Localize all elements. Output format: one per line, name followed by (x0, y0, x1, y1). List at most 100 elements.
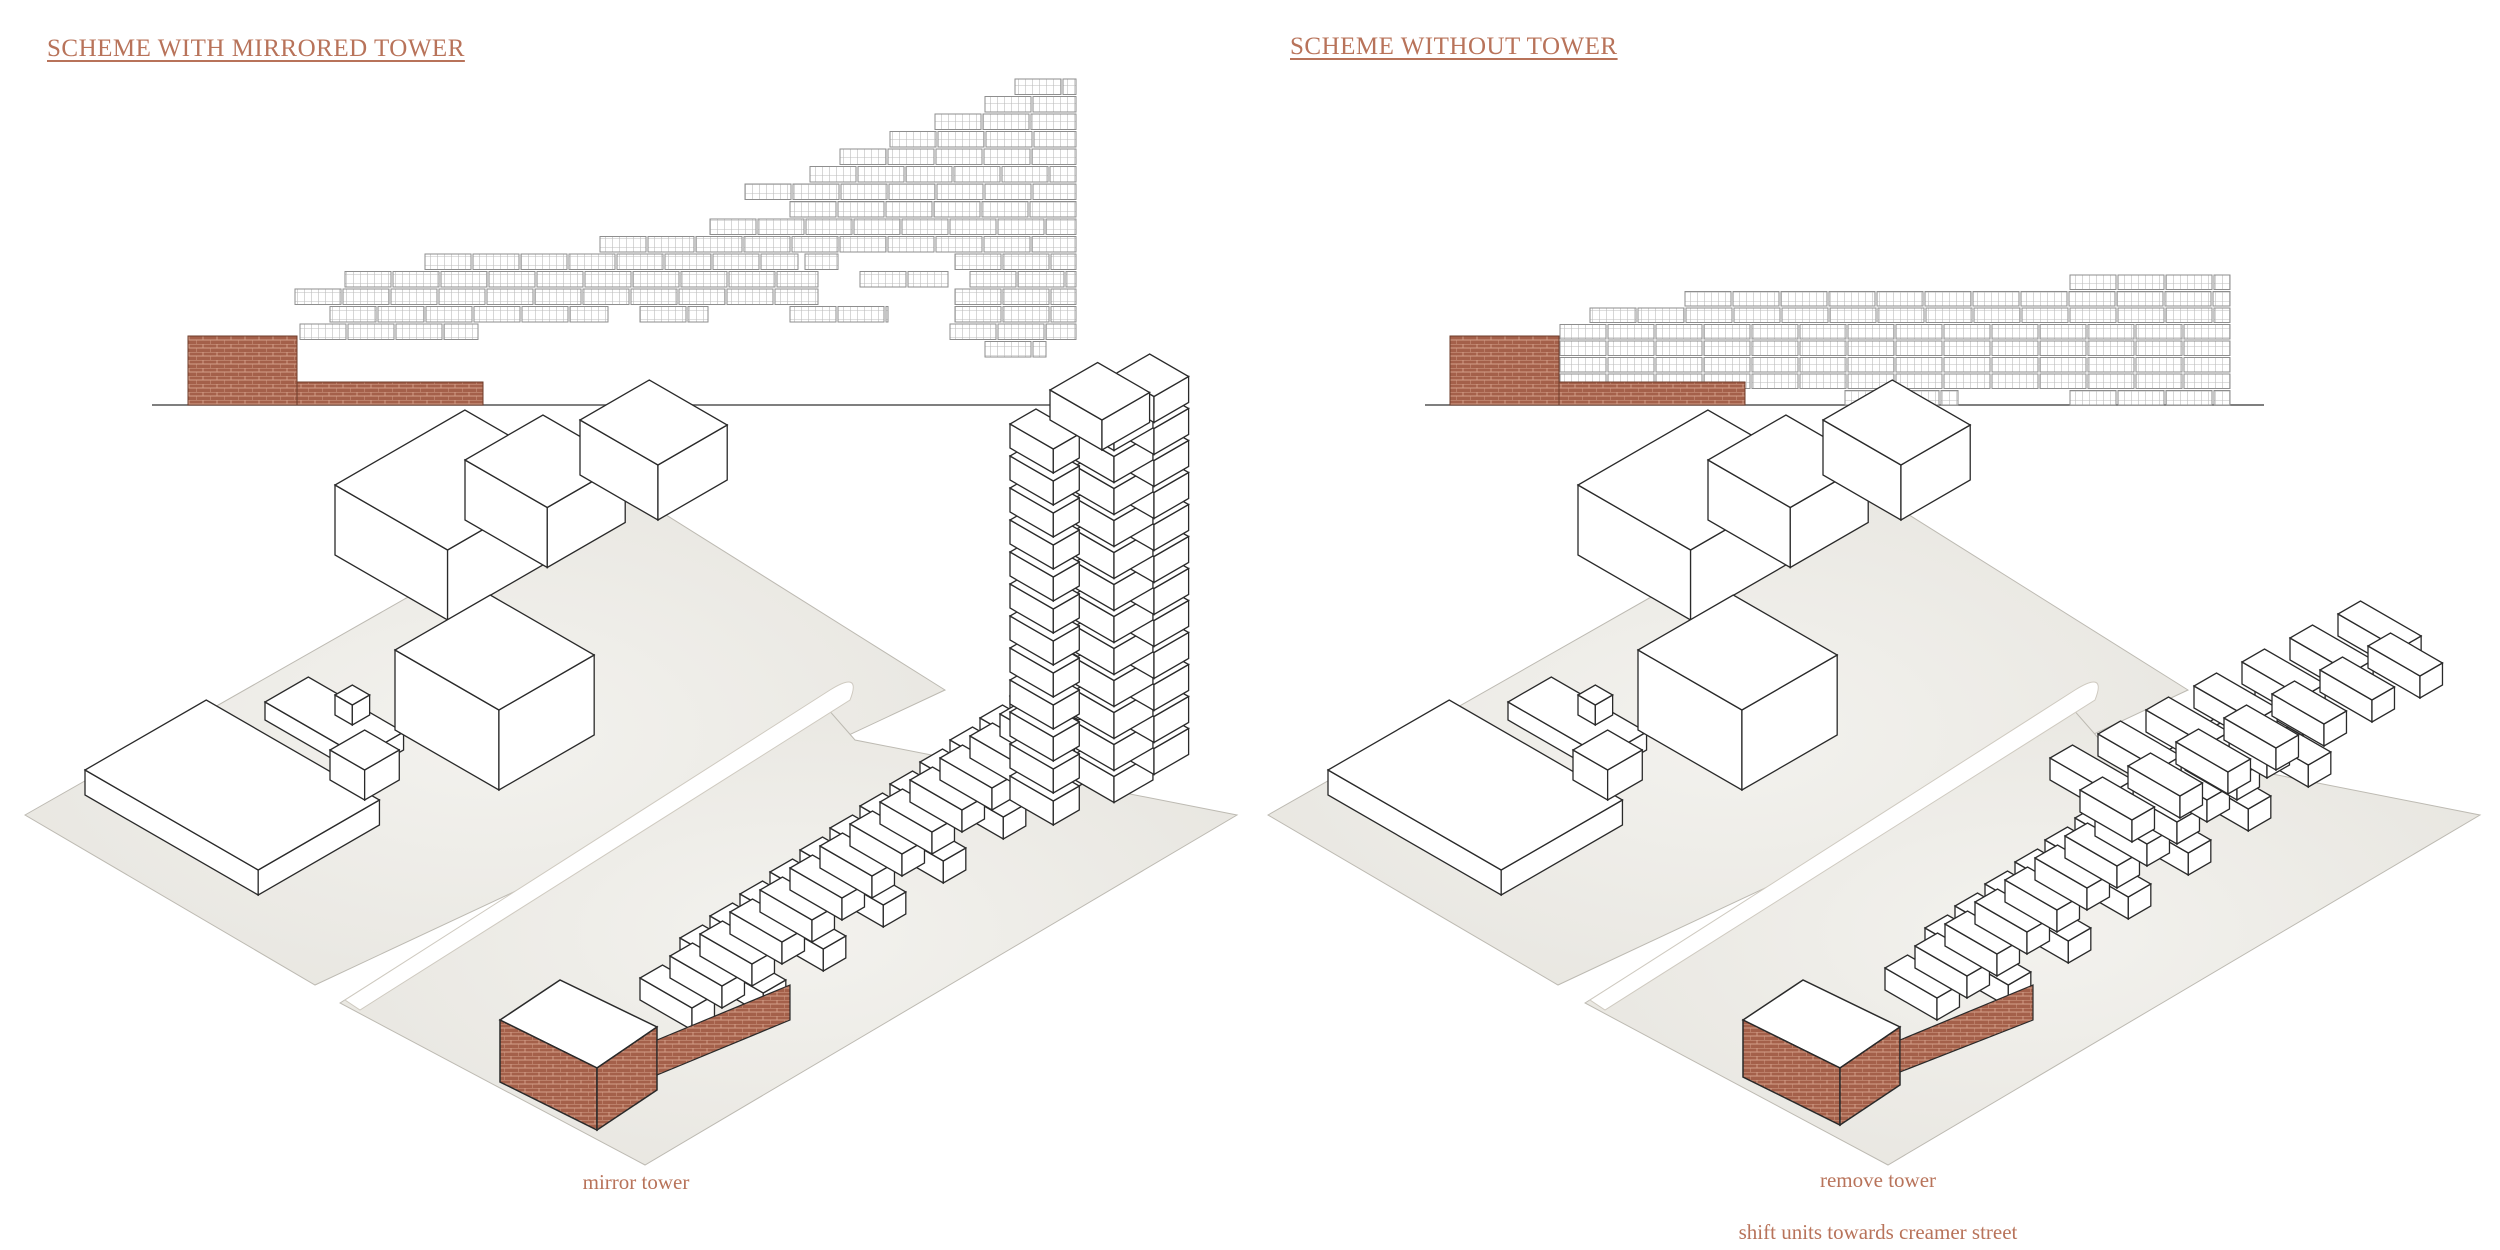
elevation-unit (1002, 253, 1050, 270)
elevation-unit (1655, 357, 1703, 373)
elevation-unit (1799, 357, 1847, 373)
elevation-unit (534, 288, 582, 305)
elevation-unit (984, 341, 1032, 358)
elevation-unit (632, 271, 680, 288)
elevation-unit (1924, 291, 1972, 307)
elevation-unit (1991, 340, 2039, 356)
right-elevation-brick-building (1449, 335, 1560, 406)
elevation-unit (954, 306, 1002, 323)
right-street (1589, 681, 2099, 1011)
elevation-unit (2183, 324, 2231, 340)
elevation-unit (347, 323, 395, 340)
elevation-unit (760, 253, 799, 270)
elevation-unit (443, 323, 479, 340)
elevation-unit (1589, 307, 1637, 323)
left-mirrored-tower (1008, 353, 1190, 827)
elevation-unit (2069, 390, 2117, 406)
right-existing-buildings (1326, 379, 1972, 897)
elevation-unit (1925, 307, 1973, 323)
elevation-unit (1751, 340, 1799, 356)
elevation-unit (984, 183, 1032, 200)
elevation-unit (680, 271, 728, 288)
elevation-unit (584, 271, 632, 288)
elevation-unit (1877, 307, 1925, 323)
elevation-unit (857, 166, 905, 183)
left-street (344, 681, 854, 1011)
elevation-unit (1559, 357, 1607, 373)
left-axonometric (24, 353, 1239, 1166)
elevation-unit (1829, 307, 1877, 323)
elevation-unit (2039, 324, 2087, 340)
elevation-unit (905, 166, 953, 183)
elevation-unit (2213, 307, 2231, 323)
right-elevation (1425, 274, 2264, 406)
left-existing-buildings (83, 379, 729, 897)
elevation-unit (2213, 390, 2231, 406)
left-scheme-caption: mirror tower (582, 1170, 690, 1194)
elevation-unit (392, 271, 440, 288)
right-scheme-note: shift units towards creamer street (1738, 1220, 2018, 1244)
right-elevation-units (1559, 274, 2231, 406)
elevation-unit (520, 253, 568, 270)
left-elevation-brick-annex (296, 381, 484, 406)
elevation-unit (1559, 340, 1607, 356)
right-brick-building (1741, 979, 2034, 1127)
elevation-unit (1032, 183, 1077, 200)
elevation-unit (599, 236, 647, 253)
right-new-units (1883, 600, 2444, 1022)
elevation-unit (329, 306, 377, 323)
elevation-unit (2135, 324, 2183, 340)
elevation-unit (1684, 291, 1732, 307)
elevation-unit (805, 218, 853, 235)
elevation-unit (1799, 340, 1847, 356)
elevation-unit (949, 323, 997, 340)
elevation-unit (859, 271, 907, 288)
elevation-unit (2069, 274, 2117, 290)
elevation-unit (616, 253, 664, 270)
elevation-unit (1973, 307, 2021, 323)
elevation-unit (1895, 340, 1943, 356)
elevation-unit (1050, 306, 1077, 323)
elevation-unit (936, 183, 984, 200)
elevation-unit (885, 306, 889, 323)
elevation-unit (342, 288, 390, 305)
elevation-unit (1940, 390, 1959, 406)
elevation-unit (983, 236, 1031, 253)
elevation-unit (1014, 78, 1062, 95)
left-brick-building (498, 979, 791, 1132)
elevation-unit (1703, 340, 1751, 356)
elevation-unit (1751, 324, 1799, 340)
elevation-unit (792, 183, 840, 200)
elevation-unit (839, 236, 887, 253)
elevation-unit (344, 271, 392, 288)
elevation-unit (1607, 340, 1655, 356)
elevation-unit (1991, 324, 2039, 340)
elevation-unit (1780, 291, 1828, 307)
elevation-unit (1751, 373, 1799, 389)
elevation-unit (2212, 291, 2231, 307)
elevation-unit (1828, 291, 1876, 307)
elevation-unit (743, 236, 791, 253)
right-scheme-caption: remove tower (1819, 1168, 1937, 1192)
elevation-unit (647, 236, 695, 253)
elevation-unit (809, 166, 857, 183)
elevation-unit (2183, 340, 2231, 356)
elevation-unit (1943, 357, 1991, 373)
elevation-unit (2039, 340, 2087, 356)
elevation-unit (2165, 274, 2213, 290)
elevation-unit (2020, 291, 2068, 307)
elevation-unit (1799, 324, 1847, 340)
elevation-unit (2087, 357, 2135, 373)
elevation-unit (997, 323, 1045, 340)
elevation-unit (687, 306, 709, 323)
elevation-unit (888, 183, 936, 200)
elevation-unit (1895, 324, 1943, 340)
elevation-unit (2087, 324, 2135, 340)
elevation-unit (1751, 357, 1799, 373)
elevation-unit (377, 306, 425, 323)
elevation-unit (488, 271, 536, 288)
elevation-unit (1876, 291, 1924, 307)
elevation-unit (390, 288, 438, 305)
elevation-unit (1002, 288, 1050, 305)
elevation-unit (664, 253, 712, 270)
